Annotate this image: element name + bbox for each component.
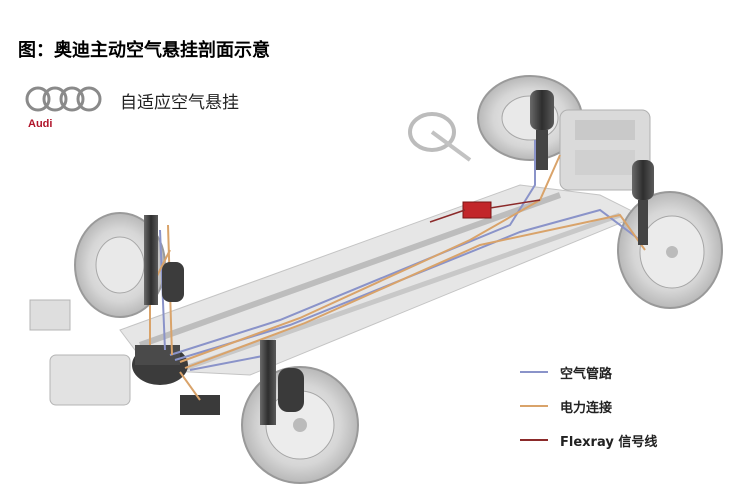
legend-swatch-power (520, 405, 548, 407)
steering-wheel (408, 112, 472, 162)
wheel-front-right (617, 191, 723, 309)
air-strut-rear-right (260, 340, 304, 425)
air-strut-rear-left (144, 215, 184, 305)
brand-subtitle: 自适应空气悬挂 (120, 93, 239, 113)
legend-label-signal: Flexray 信号线 (560, 434, 658, 450)
air-strut-front-left (530, 90, 554, 170)
audi-logo-icon (25, 86, 102, 112)
chassis-frame (119, 184, 642, 376)
air-strut-front-right (632, 160, 654, 245)
engine-block (559, 109, 651, 191)
page-title: 图：奥迪主动空气悬挂剖面示意 (18, 40, 270, 61)
legend-item-air: 空气管路 (520, 362, 730, 382)
signal-lines (429, 199, 541, 223)
rear-subframe (29, 299, 220, 415)
legend-item-power: 电力连接 (520, 396, 730, 416)
legend-swatch-signal (520, 439, 548, 441)
control-unit (462, 201, 492, 219)
brand-block: Audi 自适应空气悬挂 (24, 84, 274, 144)
brand-name: Audi (28, 118, 53, 130)
legend: 空气管路 电力连接 Flexray 信号线 (520, 362, 730, 464)
air-compressor (132, 345, 188, 385)
legend-label-power: 电力连接 (560, 400, 613, 416)
legend-item-signal: Flexray 信号线 (520, 430, 730, 450)
legend-swatch-air (520, 371, 548, 373)
legend-label-air: 空气管路 (560, 366, 613, 382)
